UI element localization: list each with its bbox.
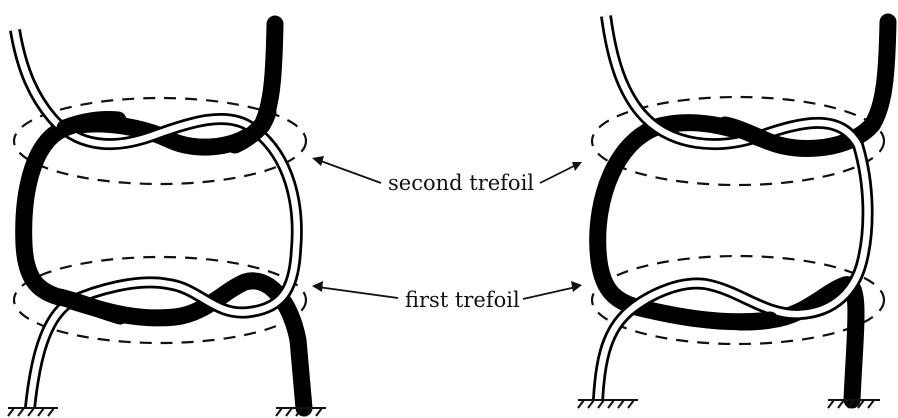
arrowhead-icon [312, 281, 323, 292]
second-trefoil-label: second trefoil [388, 171, 534, 195]
white-strand-right [598, 16, 868, 400]
black-strand-left [24, 24, 304, 408]
first-trefoil-label: first trefoil [405, 288, 520, 312]
black-over-crossing [56, 111, 127, 137]
first-trefoil-region-right [590, 254, 886, 346]
arrow-to-left-knot [317, 159, 382, 184]
second-trefoil-annotation: second trefoil [312, 156, 582, 195]
ground-hatch-right-2 [827, 399, 880, 409]
black-over-crossing [731, 311, 779, 331]
arrow-to-right-knot [522, 286, 577, 300]
arrowhead-icon [571, 281, 582, 292]
right-knot [577, 16, 888, 409]
second-trefoil-region-left [12, 96, 308, 186]
ground-hatch-left-1 [7, 407, 58, 417]
first-trefoil-region-left [12, 255, 308, 345]
white-strand-left [15, 30, 297, 408]
black-over-crossing [51, 288, 129, 325]
ground-hatch-right-1 [577, 399, 638, 409]
arrow-to-right-knot [539, 164, 577, 184]
arrowhead-icon [572, 162, 582, 171]
left-knot [7, 24, 326, 417]
ground-hatch-left-2 [275, 407, 326, 417]
second-trefoil-region-right [590, 95, 886, 187]
first-trefoil-annotation: first trefoil [312, 281, 582, 312]
arrowhead-icon [312, 156, 324, 166]
black-over-crossing [226, 103, 277, 154]
arrow-to-left-knot [317, 286, 399, 299]
black-over-crossing [716, 116, 779, 151]
